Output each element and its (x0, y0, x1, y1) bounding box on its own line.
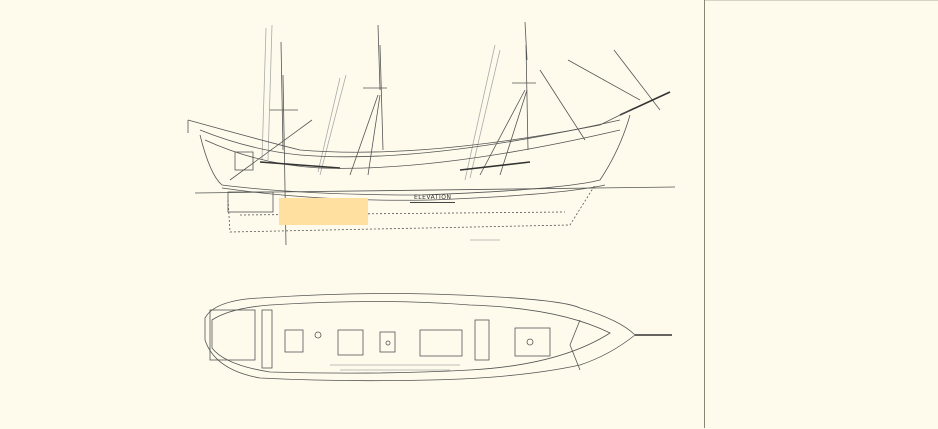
fore-mast (525, 44, 529, 151)
main-mast (379, 44, 384, 151)
elevation-label: ELEVATION (410, 194, 456, 203)
right-panel (705, 0, 938, 429)
panel-divider (704, 0, 705, 428)
ship-plan-drawing (187, 21, 676, 382)
highlight-box (279, 198, 368, 225)
deck-plan-view (204, 293, 672, 382)
elevation-view (187, 21, 676, 246)
